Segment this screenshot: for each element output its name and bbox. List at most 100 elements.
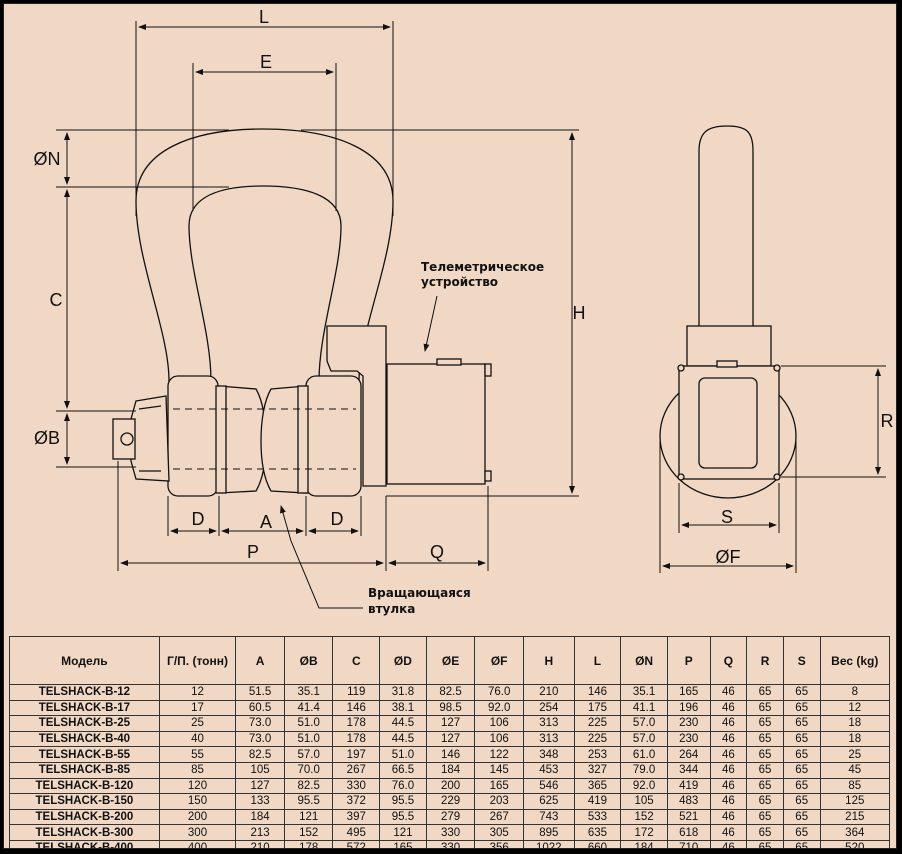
table-cell: 305	[474, 824, 524, 841]
table-cell: 521	[666, 808, 711, 826]
table-cell: 165	[379, 839, 427, 848]
table-cell: 65	[782, 824, 821, 841]
table-cell: 66.5	[379, 761, 427, 779]
table-cell: 105	[235, 761, 285, 779]
table-cell: 65	[746, 839, 784, 848]
table-cell: 73.0	[235, 715, 285, 732]
table-cell: 495	[332, 824, 381, 841]
table-cell: 419	[666, 777, 711, 795]
table-cell: 618	[666, 824, 711, 841]
table-cell: 125	[819, 793, 891, 810]
dim-label-f: ØF	[716, 547, 741, 567]
table-cell: 79.0	[620, 761, 668, 779]
table-cell: 483	[666, 793, 711, 810]
table-cell: 313	[522, 730, 575, 748]
table-cell: 635	[573, 824, 622, 841]
table-cell: 46	[709, 746, 748, 763]
spec-sheet: L E ØN C ØB H D A D P Q R S ØF Телеметри…	[3, 3, 897, 849]
table-cell: 119	[332, 684, 381, 701]
bushing-note-line1: Вращающаяся	[368, 586, 471, 600]
table-cell: 82.5	[425, 684, 476, 701]
table-cell: 572	[332, 839, 381, 848]
table-cell: 46	[709, 839, 748, 848]
table-cell: 40	[158, 730, 237, 748]
table-cell: 18	[819, 715, 891, 732]
dim-label-h: H	[573, 303, 586, 323]
dim-label-n: ØN	[34, 149, 61, 169]
table-cell: 8	[819, 684, 891, 701]
table-cell: 60.5	[235, 699, 285, 717]
column-header: Модель	[9, 636, 160, 685]
table-cell: 65	[782, 699, 821, 717]
table-cell: 313	[522, 715, 575, 732]
model-cell: TELSHACK-B-200	[9, 808, 160, 826]
table-cell: 200	[158, 808, 237, 826]
table-cell: 65	[782, 839, 821, 848]
table-cell: 95.5	[379, 793, 427, 810]
table-cell: 184	[620, 839, 668, 848]
table-cell: 152	[283, 824, 334, 841]
table-cell: 65	[746, 699, 784, 717]
side-window	[698, 377, 758, 469]
table-cell: 229	[425, 793, 476, 810]
side-bow	[698, 125, 754, 347]
dim-label-b: ØB	[34, 428, 60, 448]
table-cell: 178	[332, 715, 381, 732]
table-cell: 92.0	[620, 777, 668, 795]
column-header: Вес (kg)	[819, 636, 891, 685]
model-cell: TELSHACK-B-40	[9, 730, 160, 748]
table-cell: 364	[819, 824, 891, 841]
model-cell: TELSHACK-B-17	[9, 699, 160, 717]
model-cell: TELSHACK-B-150	[9, 793, 160, 810]
column-header: L	[573, 636, 622, 685]
model-cell: TELSHACK-B-12	[9, 684, 160, 701]
table-cell: 145	[474, 761, 524, 779]
table-cell: 397	[332, 808, 381, 826]
table-cell: 46	[709, 808, 748, 826]
dim-label-r: R	[881, 411, 894, 431]
table-cell: 92.0	[474, 699, 524, 717]
table-cell: 82.5	[235, 746, 285, 763]
table-cell: 152	[620, 808, 668, 826]
table-cell: 172	[620, 824, 668, 841]
table-cell: 178	[283, 839, 334, 848]
table-cell: 419	[573, 793, 622, 810]
table-cell: 106	[474, 730, 524, 748]
pin-nut	[130, 395, 170, 482]
table-cell: 300	[158, 824, 237, 841]
table-cell: 625	[522, 793, 575, 810]
table-cell: 25	[819, 746, 891, 763]
table-cell: 41.1	[620, 699, 668, 717]
table-cell: 45	[819, 761, 891, 779]
table-cell: 327	[573, 761, 622, 779]
table-cell: 12	[819, 699, 891, 717]
table-cell: 82.5	[283, 777, 334, 795]
table-cell: 520	[819, 839, 891, 848]
column-header: A	[235, 636, 285, 685]
table-cell: 165	[666, 684, 711, 701]
table-cell: 65	[746, 746, 784, 763]
table-cell: 46	[709, 761, 748, 779]
table-cell: 533	[573, 808, 622, 826]
table-cell: 70.0	[283, 761, 334, 779]
table-cell: 18	[819, 730, 891, 748]
table-cell: 453	[522, 761, 575, 779]
table-cell: 203	[474, 793, 524, 810]
table-cell: 65	[746, 684, 784, 701]
table-cell: 344	[666, 761, 711, 779]
table-cell: 253	[573, 746, 622, 763]
table-cell: 65	[746, 808, 784, 826]
table-cell: 121	[283, 808, 334, 826]
table-cell: 65	[746, 761, 784, 779]
table-cell: 330	[332, 777, 381, 795]
column-header: ØD	[379, 636, 427, 685]
table-cell: 215	[819, 808, 891, 826]
dim-label-d-right: D	[331, 509, 344, 529]
table-cell: 264	[666, 746, 711, 763]
